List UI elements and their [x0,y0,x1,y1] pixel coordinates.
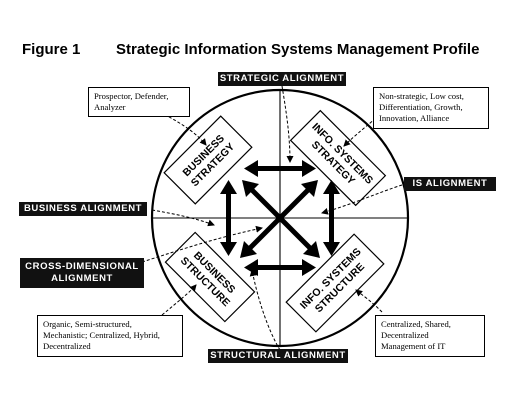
connector-strategic-alignment [281,85,294,163]
structural-alignment-label: STRUCTURAL ALIGNMENT [208,349,348,363]
info-systems-structure-quadrant: INFO. SYSTEMS STRUCTURE [285,233,385,333]
strategic-alignment-label: STRATEGIC ALIGNMENT [218,72,346,86]
right-double-arrow [323,180,340,256]
note-line: Management of IT [381,341,446,351]
connector-business-alignment [151,209,215,227]
connector-business-structure-note [161,284,197,316]
info-systems-strategy-note: Non-strategic, Low cost, Differentiation… [373,87,489,129]
diagonal-arrow-ne-sw [240,180,318,258]
note-line: Centralized, Shared, [381,319,451,329]
top-double-arrow [244,160,316,177]
figure-title: Strategic Information Systems Management… [116,41,480,58]
cross-dimensional-line1: CROSS-DIMENSIONAL [25,261,139,272]
note-line: Decentralized [43,341,91,351]
note-line: Organic, Semi-structured, [43,319,132,329]
note-line: Non-strategic, Low cost, [379,91,464,101]
figure-label: Figure 1 [22,41,81,58]
note-line: Prospector, Defender, [94,91,169,101]
note-line: Analyzer [94,102,126,112]
note-line: Decentralized [381,330,429,340]
connector-is-structure-note [355,289,383,313]
left-double-arrow [220,180,237,256]
central-arrows [220,160,340,276]
info-systems-structure-note: Centralized, Shared, Decentralized Manag… [375,315,485,357]
business-structure-note: Organic, Semi-structured, Mechanistic; C… [37,315,183,357]
note-line: Innovation, Alliance [379,113,450,123]
business-strategy-note: Prospector, Defender, Analyzer [88,87,190,117]
note-line: Differentiation, Growth, [379,102,463,112]
cross-dimensional-line2: ALIGNMENT [51,273,113,284]
cross-dimensional-alignment-label: CROSS-DIMENSIONAL ALIGNMENT [20,258,144,288]
connector-is-alignment [321,184,403,215]
is-alignment-label: IS ALIGNMENT [404,177,496,191]
connector-structural-alignment [249,269,281,351]
business-alignment-label: BUSINESS ALIGNMENT [19,202,147,216]
note-line: Mechanistic; Centralized, Hybrid, [43,330,160,340]
